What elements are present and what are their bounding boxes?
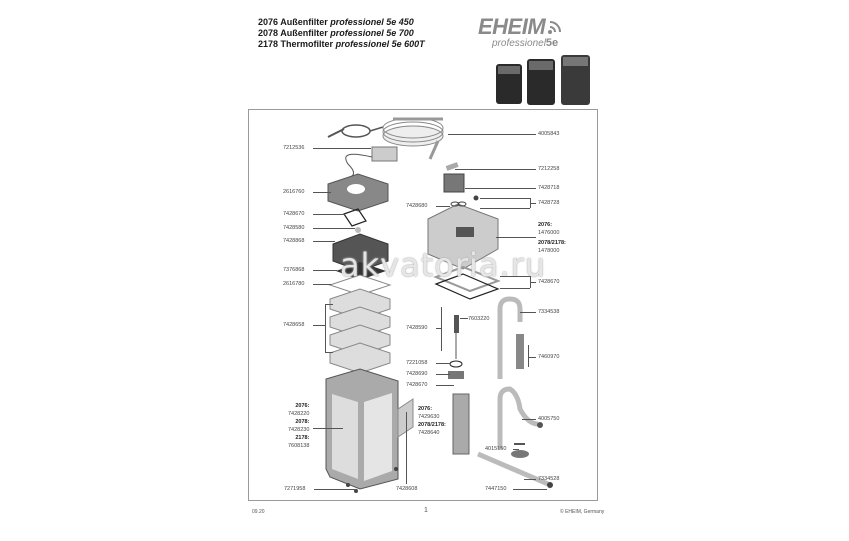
part-label-7428728: 7428728 [538,200,560,206]
document-title: 2076 Außenfilter professionel 5e 450 207… [258,17,425,50]
eheim-logo: EHEIM professionel5e [478,14,598,49]
part-label-4005843: 4005843 [538,131,560,137]
title-line-2076: 2076 Außenfilter professionel 5e 450 [258,17,414,27]
footer-copyright: © EHEIM, Germany [560,509,605,515]
logo-suffix: 5e [545,37,559,49]
part-label-4015150: 4015150 [485,446,507,452]
head-variants: 2076: 1476000 2078/2178: 1478000 [538,222,566,254]
filter-baskets-icon [329,288,391,374]
part-label-7603220: 7603220 [468,316,490,322]
power-cord-icon [327,124,384,138]
part-label-7376868: 7376868 [283,267,305,273]
part-label-7428718: 7428718 [538,185,560,191]
wifi-signal-icon [548,21,562,34]
page-number: 1 [424,507,428,514]
canister-variants: 2076: 7428220 2078: 7428230 2178: 760813… [288,403,310,449]
title-line-2078: 2078 Außenfilter professionel 5e 700 [258,28,414,38]
part-label-7428868: 7428868 [283,238,305,244]
logo-brand: EHEIM [478,14,546,39]
part-label-2616760: 2616760 [283,189,305,195]
part-label-7428608: 7428608 [396,486,418,492]
part-label-7334528: 7334528 [538,476,560,482]
logo-line: professionel [492,38,546,49]
part-label-7221058: 7221058 [406,360,428,366]
watermark: akvatoria.ru [340,246,547,284]
canister-icon [325,368,414,493]
part-label-7428670-oring: 7428670 [406,382,428,388]
part-label-7428680: 7428680 [406,203,428,209]
title-line-2178: 2178 Thermofilter professionel 5e 600T [258,39,425,49]
part-label-7212536: 7212536 [283,145,305,151]
part-label-7334538: 7334538 [538,309,560,315]
footer-date: 09.20 [252,509,265,515]
part-label-7428590: 7428590 [406,325,428,331]
part-label-7428658: 7428658 [283,322,305,328]
part-label-7460970: 7460970 [538,354,560,360]
part-label-7447150: 7447150 [485,486,507,492]
exploded-diagram-frame [248,109,598,501]
part-label-7428670-seal: 7428670 [283,211,305,217]
product-photos [496,55,590,105]
heater-variants: 2076: 7429630 2078/2178: 7428640 [418,406,446,436]
part-label-7428690: 7428690 [406,371,428,377]
part-label-4005750: 4005750 [538,416,560,422]
part-label-7428670-gasket: 7428670 [538,279,560,285]
hose-coil-icon [382,117,444,160]
part-label-2616780: 2616780 [283,281,305,287]
part-label-7212258: 7212258 [538,166,560,172]
part-label-7271958: 7271958 [284,486,306,492]
part-label-7428580: 7428580 [283,225,305,231]
